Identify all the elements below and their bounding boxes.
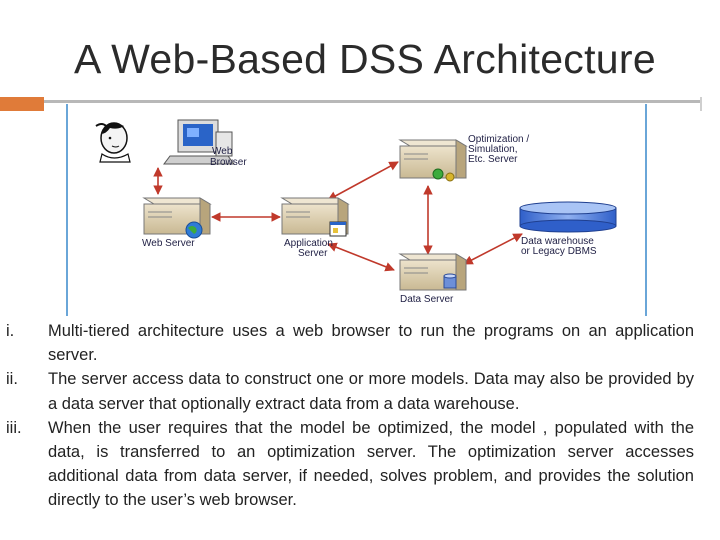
data-server-label: Data Server [400, 294, 454, 305]
list-number: ii. [6, 367, 18, 391]
diagram-canvas: Web Browser Web Server Application Serve… [66, 104, 647, 312]
accent-bar-right [700, 97, 720, 111]
person-icon [96, 123, 130, 162]
slide-title: A Web-Based DSS Architecture [0, 36, 720, 83]
architecture-diagram: Web Browser Web Server Application Serve… [66, 104, 647, 312]
list-text: Multi-tiered architecture uses a web bro… [48, 322, 694, 364]
list-text: When the user requires that the model be… [48, 419, 694, 510]
app-window-icon [330, 222, 346, 236]
application-server-label-2: Server [298, 248, 328, 259]
arrow-appserver-optserver [328, 162, 398, 200]
database-icon [520, 202, 616, 232]
web-server-label: Web Server [142, 238, 195, 249]
explanation-list: i. Multi-tiered architecture uses a web … [6, 319, 694, 513]
list-text: The server access data to construct one … [48, 370, 694, 412]
list-number: i. [6, 319, 14, 343]
list-item: i. Multi-tiered architecture uses a web … [6, 319, 694, 367]
accent-bar [0, 97, 44, 111]
arrow-dataserver-warehouse [464, 234, 522, 264]
list-item: ii. The server access data to construct … [6, 367, 694, 415]
list-number: iii. [6, 416, 22, 440]
database-icon [444, 274, 456, 288]
data-warehouse-label-2: or Legacy DBMS [521, 246, 597, 257]
list-item: iii. When the user requires that the mod… [6, 416, 694, 513]
arrow-appserver-dataserver [328, 244, 394, 270]
optimization-server-label-3: Etc. Server [468, 154, 518, 165]
title-divider [44, 100, 720, 103]
web-browser-label-1: Web [212, 146, 233, 157]
web-browser-label-2: Browser [210, 157, 247, 168]
globe-icon [186, 222, 202, 238]
